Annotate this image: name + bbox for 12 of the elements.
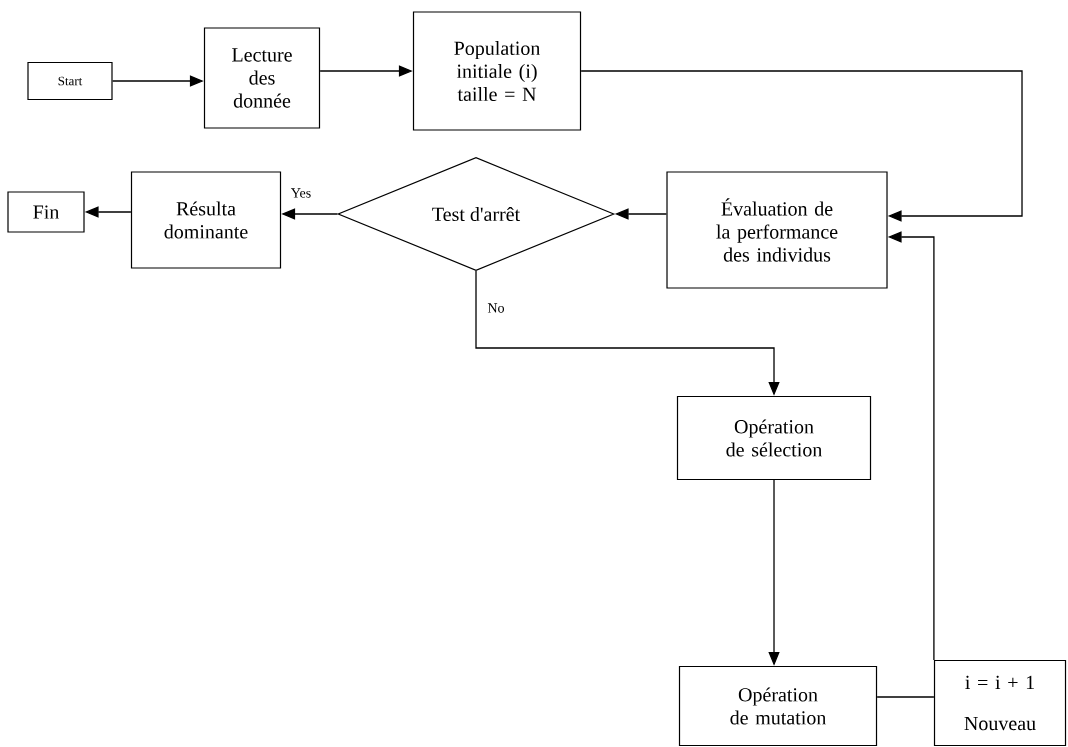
process-box: Opération de sélection xyxy=(676,395,872,481)
process-box: i = i + 1 Nouveau xyxy=(933,659,1067,747)
process-box: Résulta dominante xyxy=(130,171,282,269)
process-box: Lecture des donnée xyxy=(203,27,321,129)
process-box: Start xyxy=(27,61,113,101)
process-box: Fin xyxy=(7,191,85,233)
arrow xyxy=(580,70,1023,222)
process-box: Évaluation de la performance des individus xyxy=(666,171,888,289)
edge-label: Yes xyxy=(289,187,313,199)
process-box: Opération de mutation xyxy=(678,665,878,747)
edge-label: No xyxy=(486,302,506,314)
process-box: Population initiale (i) taille = N xyxy=(412,11,582,131)
